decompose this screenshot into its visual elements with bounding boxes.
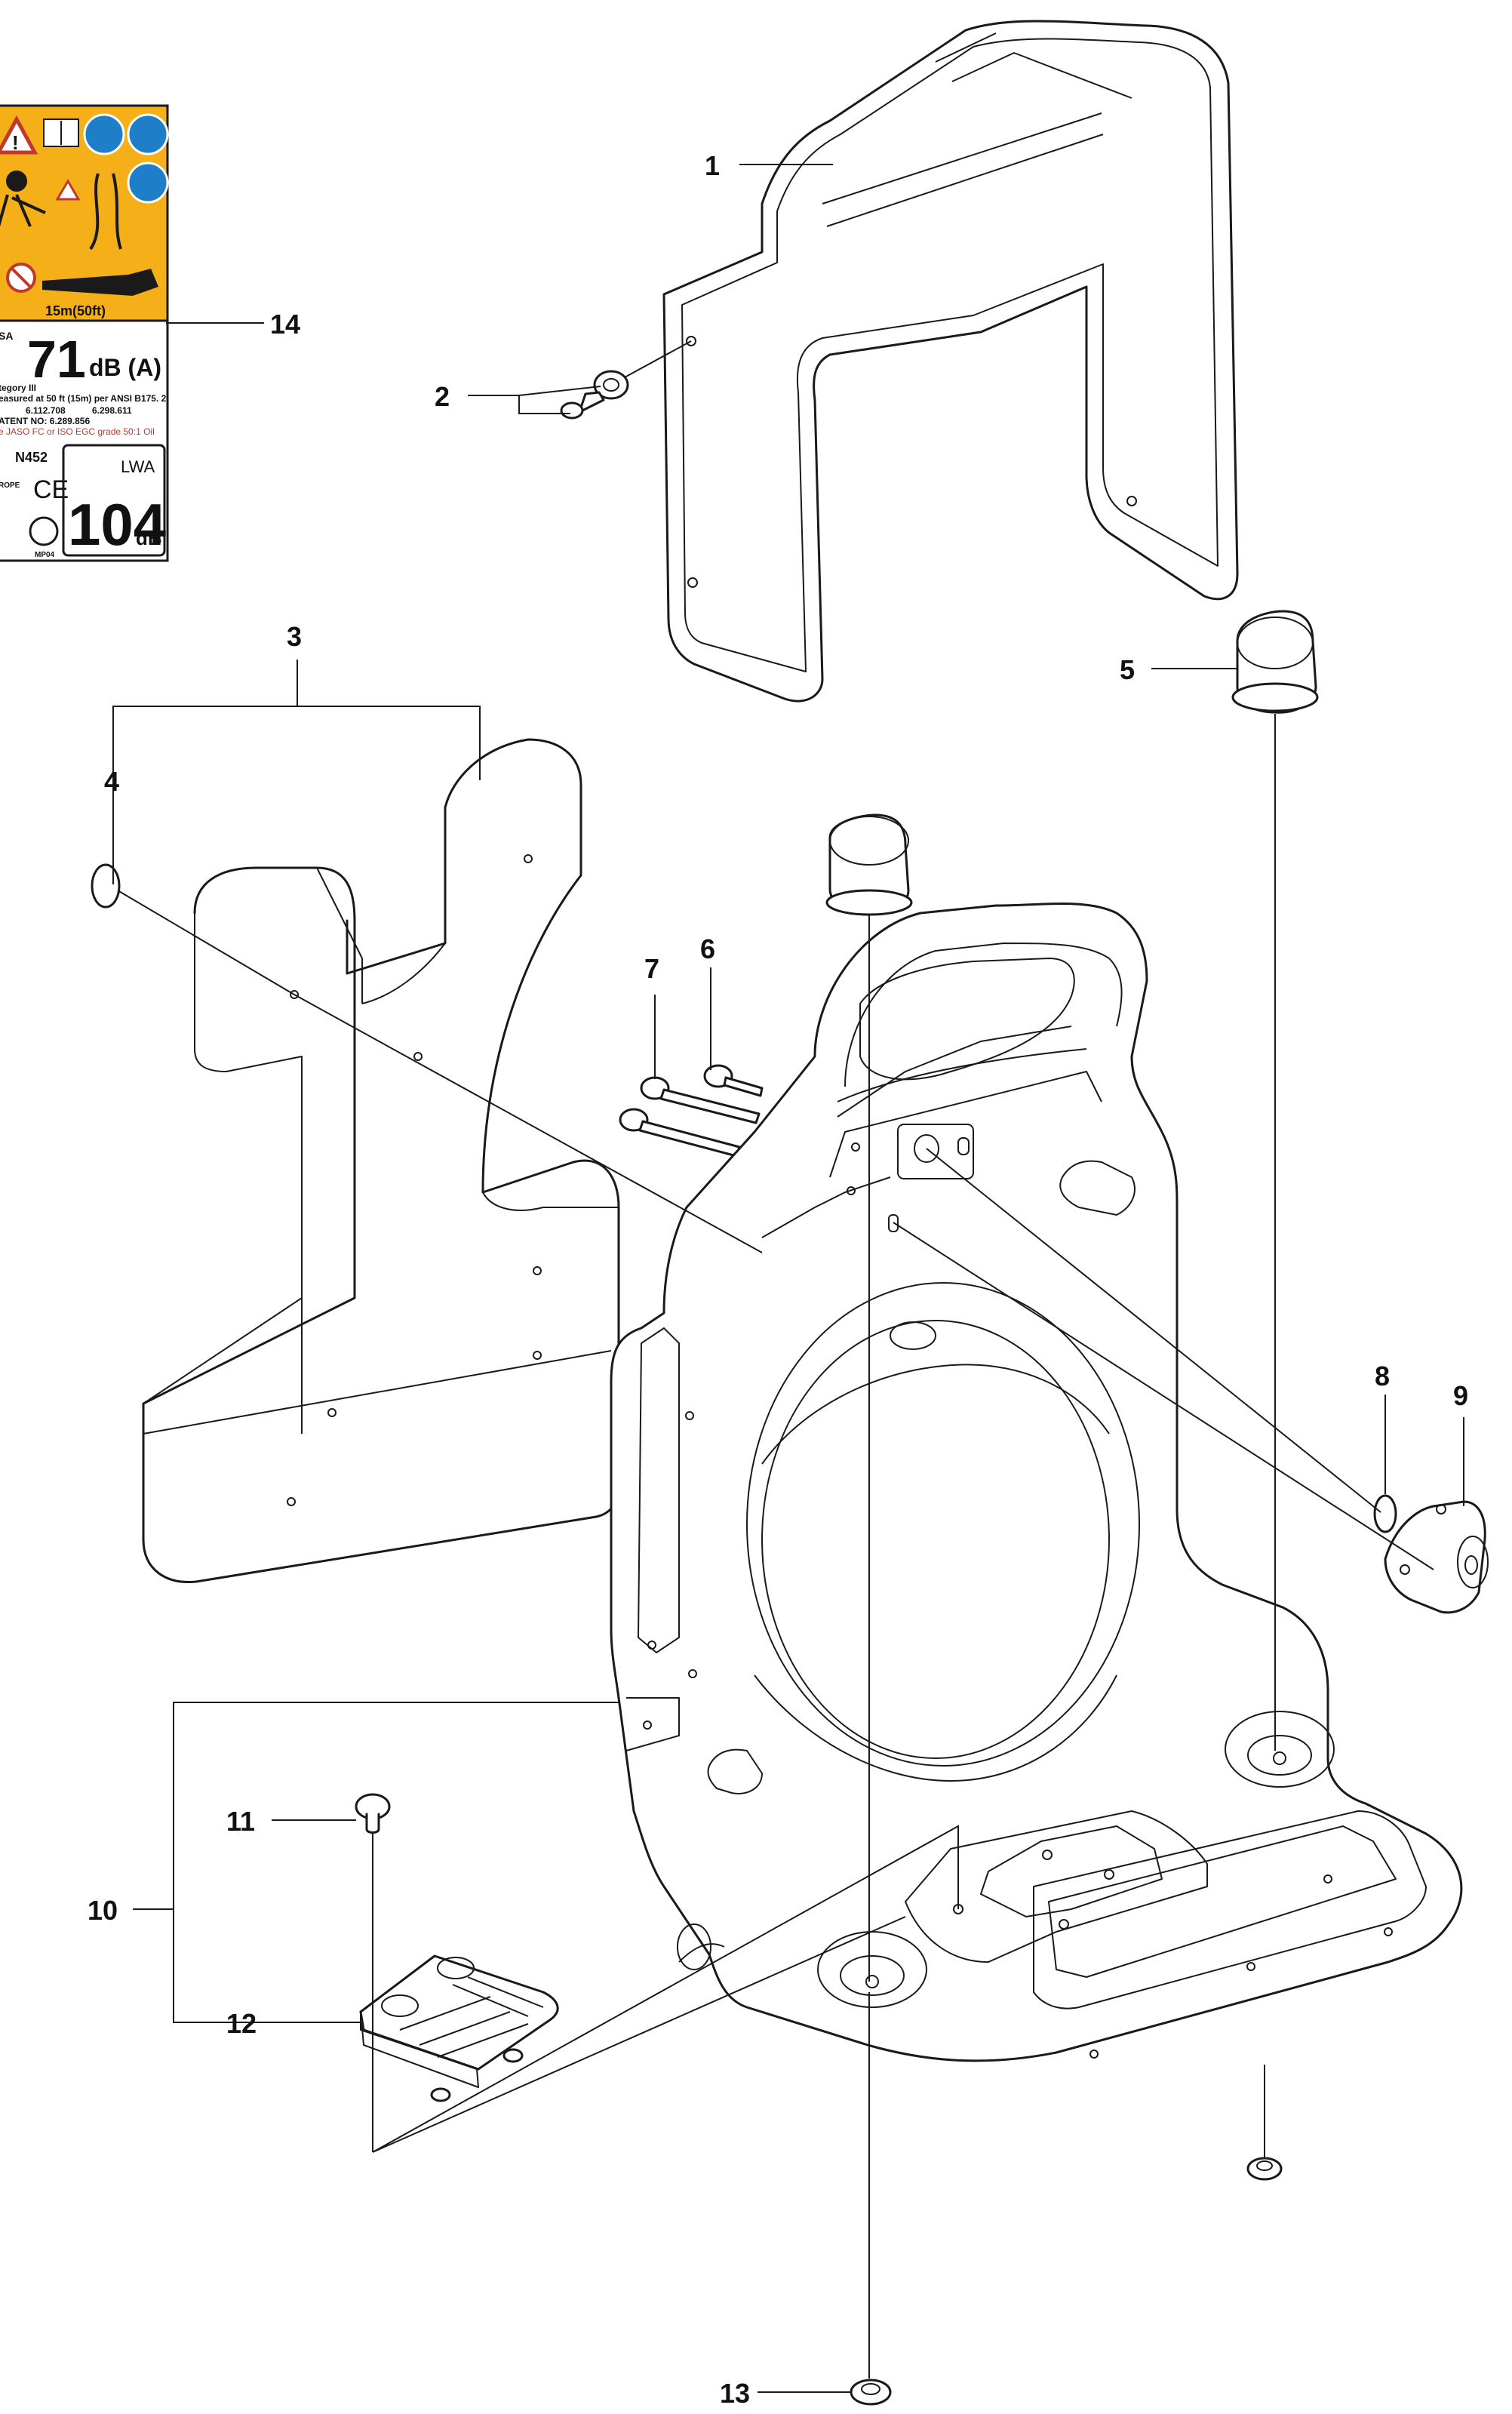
patent-number-2: 6.298.611: [92, 405, 132, 416]
cap-5: [1231, 610, 1319, 714]
backplate-frame: [610, 903, 1463, 2181]
distance-note: 15m(50ft): [45, 303, 106, 318]
plug-11: [355, 1793, 391, 1834]
callout-3: 3: [287, 621, 302, 652]
leader-lines: [112, 164, 1464, 2393]
fuel-note: e JASO FC or ISO EGC grade 50:1 Oil: [0, 426, 155, 437]
callout-8: 8: [1375, 1361, 1390, 1392]
sound-power-unit: dB: [136, 527, 162, 549]
region-label: ROPE: [0, 481, 20, 490]
callout-1: 1: [705, 150, 720, 181]
patent-number-1: 6.112.708: [26, 405, 66, 416]
svg-text:!: !: [12, 131, 19, 154]
certification-mark-icon: [29, 516, 59, 546]
gloves-icon: [127, 161, 169, 204]
callout-2: 2: [435, 381, 450, 412]
screw-7: [619, 1076, 761, 1158]
washer-8: [1373, 1494, 1397, 1533]
callout-5: 5: [1120, 654, 1135, 685]
measured-note: easured at 50 ft (15m) per ANSI B175. 2: [0, 393, 167, 404]
callout-9: 9: [1453, 1380, 1468, 1411]
callout-labels: 1 2 3 4 5 6 7 8 9 10 11 12 13 14: [88, 150, 1468, 2409]
callout-11: 11: [226, 1806, 255, 1837]
callout-12: 12: [226, 2008, 257, 2039]
category-label: tegory III: [0, 383, 36, 393]
manual-icon: [43, 118, 79, 147]
fastener-rivet: [560, 340, 692, 420]
mounting-plate-12: [359, 1954, 559, 2102]
cap-top: [825, 813, 913, 916]
operator-pictogram-icon: [0, 171, 122, 251]
ear-protection-icon: [83, 113, 125, 155]
sound-pressure-unit: dB (A): [89, 354, 161, 381]
callout-10: 10: [88, 1895, 118, 1926]
callout-14: 14: [270, 309, 300, 340]
callout-13: 13: [720, 2378, 750, 2409]
blower-tube-icon: [42, 269, 158, 296]
cert-code: MP04: [35, 551, 55, 559]
sound-power-value: 104: [68, 491, 166, 558]
screw-6: [703, 1064, 764, 1097]
warning-decal: ! 15m(50ft) SA 71 dB (A) tegory III easu…: [0, 104, 169, 562]
sound-pressure-value: 71: [27, 330, 86, 389]
lwa-label: LWA: [121, 457, 155, 476]
patent-label: ATENT NO: 6.289.856: [0, 416, 90, 426]
callout-7: 7: [644, 953, 659, 984]
back-pad: [142, 738, 620, 1583]
harness-frame: [662, 20, 1239, 703]
knob-9: [1384, 1500, 1489, 1614]
callout-4: 4: [104, 766, 119, 797]
warning-triangle-icon: [0, 115, 38, 155]
noise-code: N452: [15, 450, 48, 465]
callout-6: 6: [700, 933, 715, 964]
usa-label: SA: [0, 330, 13, 342]
eye-protection-icon: [127, 113, 169, 155]
grommet-13: [850, 2379, 892, 2406]
